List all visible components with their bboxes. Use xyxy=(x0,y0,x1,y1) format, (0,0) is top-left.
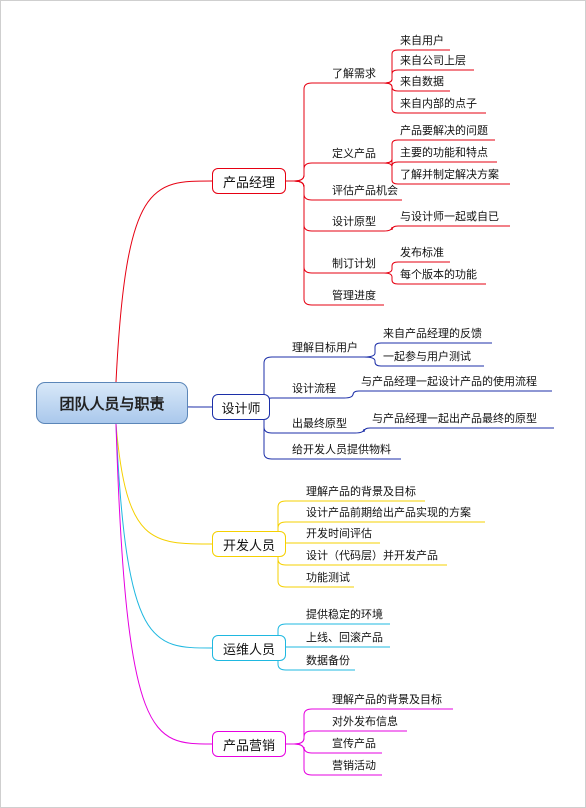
branch-connector-product-manager xyxy=(115,180,213,383)
child-connector xyxy=(363,356,484,367)
item-product-manager[interactable]: 评估产品机会 xyxy=(332,184,398,197)
child-product-manager[interactable]: 来自数据 xyxy=(400,75,444,88)
item-developer[interactable]: 开发时间评估 xyxy=(306,527,372,540)
child-connector xyxy=(383,162,510,185)
child-connector xyxy=(383,261,450,274)
branch-connector-developer xyxy=(115,423,213,545)
branch-ops[interactable]: 运维人员 xyxy=(212,635,286,661)
child-product-manager[interactable]: 主要的功能和特点 xyxy=(400,146,488,159)
branch-product-manager[interactable]: 产品经理 xyxy=(212,168,286,194)
item-ops[interactable]: 上线、回滚产品 xyxy=(306,631,383,644)
item-product-manager[interactable]: 管理进度 xyxy=(332,289,376,302)
item-marketing[interactable]: 对外发布信息 xyxy=(332,715,398,728)
item-developer[interactable]: 设计（代码层）并开发产品 xyxy=(306,549,438,562)
item-developer[interactable]: 设计产品前期给出产品实现的方案 xyxy=(306,506,471,519)
child-product-manager[interactable]: 来自公司上层 xyxy=(400,54,466,67)
child-connector xyxy=(383,82,486,114)
item-designer[interactable]: 理解目标用户 xyxy=(292,341,358,354)
item-connector xyxy=(286,743,382,776)
root-topic[interactable]: 团队人员与职责 xyxy=(36,382,188,424)
child-product-manager[interactable]: 来自用户 xyxy=(400,34,444,47)
child-connector xyxy=(383,158,497,167)
item-product-manager[interactable]: 定义产品 xyxy=(332,147,376,160)
item-ops[interactable]: 提供稳定的环境 xyxy=(306,608,383,621)
child-connector xyxy=(363,342,492,358)
child-connector xyxy=(383,225,510,232)
child-connector xyxy=(383,69,474,84)
item-product-manager[interactable]: 设计原型 xyxy=(332,215,376,228)
item-marketing[interactable]: 营销活动 xyxy=(332,759,376,772)
branch-connector-ops xyxy=(115,423,213,649)
item-marketing[interactable]: 理解产品的背景及目标 xyxy=(332,693,442,706)
item-developer[interactable]: 理解产品的背景及目标 xyxy=(306,485,416,498)
child-connector xyxy=(343,390,552,399)
item-product-manager[interactable]: 了解需求 xyxy=(332,67,376,80)
item-designer[interactable]: 出最终原型 xyxy=(292,417,347,430)
branch-developer[interactable]: 开发人员 xyxy=(212,531,286,557)
item-product-manager[interactable]: 制订计划 xyxy=(332,257,376,270)
branch-connector-marketing xyxy=(115,423,213,745)
child-designer[interactable]: 与产品经理一起出产品最终的原型 xyxy=(372,412,537,425)
item-designer[interactable]: 设计流程 xyxy=(292,382,336,395)
child-designer[interactable]: 来自产品经理的反馈 xyxy=(383,327,482,340)
item-connector xyxy=(286,162,384,182)
branch-marketing[interactable]: 产品营销 xyxy=(212,731,286,757)
child-connector xyxy=(383,272,486,285)
child-product-manager[interactable]: 与设计师一起或自已 xyxy=(400,210,499,223)
child-designer[interactable]: 一起参与用户测试 xyxy=(383,350,471,363)
child-product-manager[interactable]: 了解并制定解决方案 xyxy=(400,168,499,181)
child-product-manager[interactable]: 发布标准 xyxy=(400,246,444,259)
item-designer[interactable]: 给开发人员提供物料 xyxy=(292,443,391,456)
child-product-manager[interactable]: 来自内部的点子 xyxy=(400,97,477,110)
item-ops[interactable]: 数据备份 xyxy=(306,654,350,667)
child-product-manager[interactable]: 产品要解决的问题 xyxy=(400,124,488,137)
child-product-manager[interactable]: 每个版本的功能 xyxy=(400,268,477,281)
item-connector xyxy=(286,730,407,745)
item-connector xyxy=(286,180,384,306)
item-developer[interactable]: 功能测试 xyxy=(306,571,350,584)
item-connector xyxy=(286,82,384,182)
child-designer[interactable]: 与产品经理一起设计产品的使用流程 xyxy=(361,375,537,388)
item-marketing[interactable]: 宣传产品 xyxy=(332,737,376,750)
child-connector xyxy=(354,427,554,434)
item-connector xyxy=(267,521,485,545)
branch-designer[interactable]: 设计师 xyxy=(212,394,270,420)
